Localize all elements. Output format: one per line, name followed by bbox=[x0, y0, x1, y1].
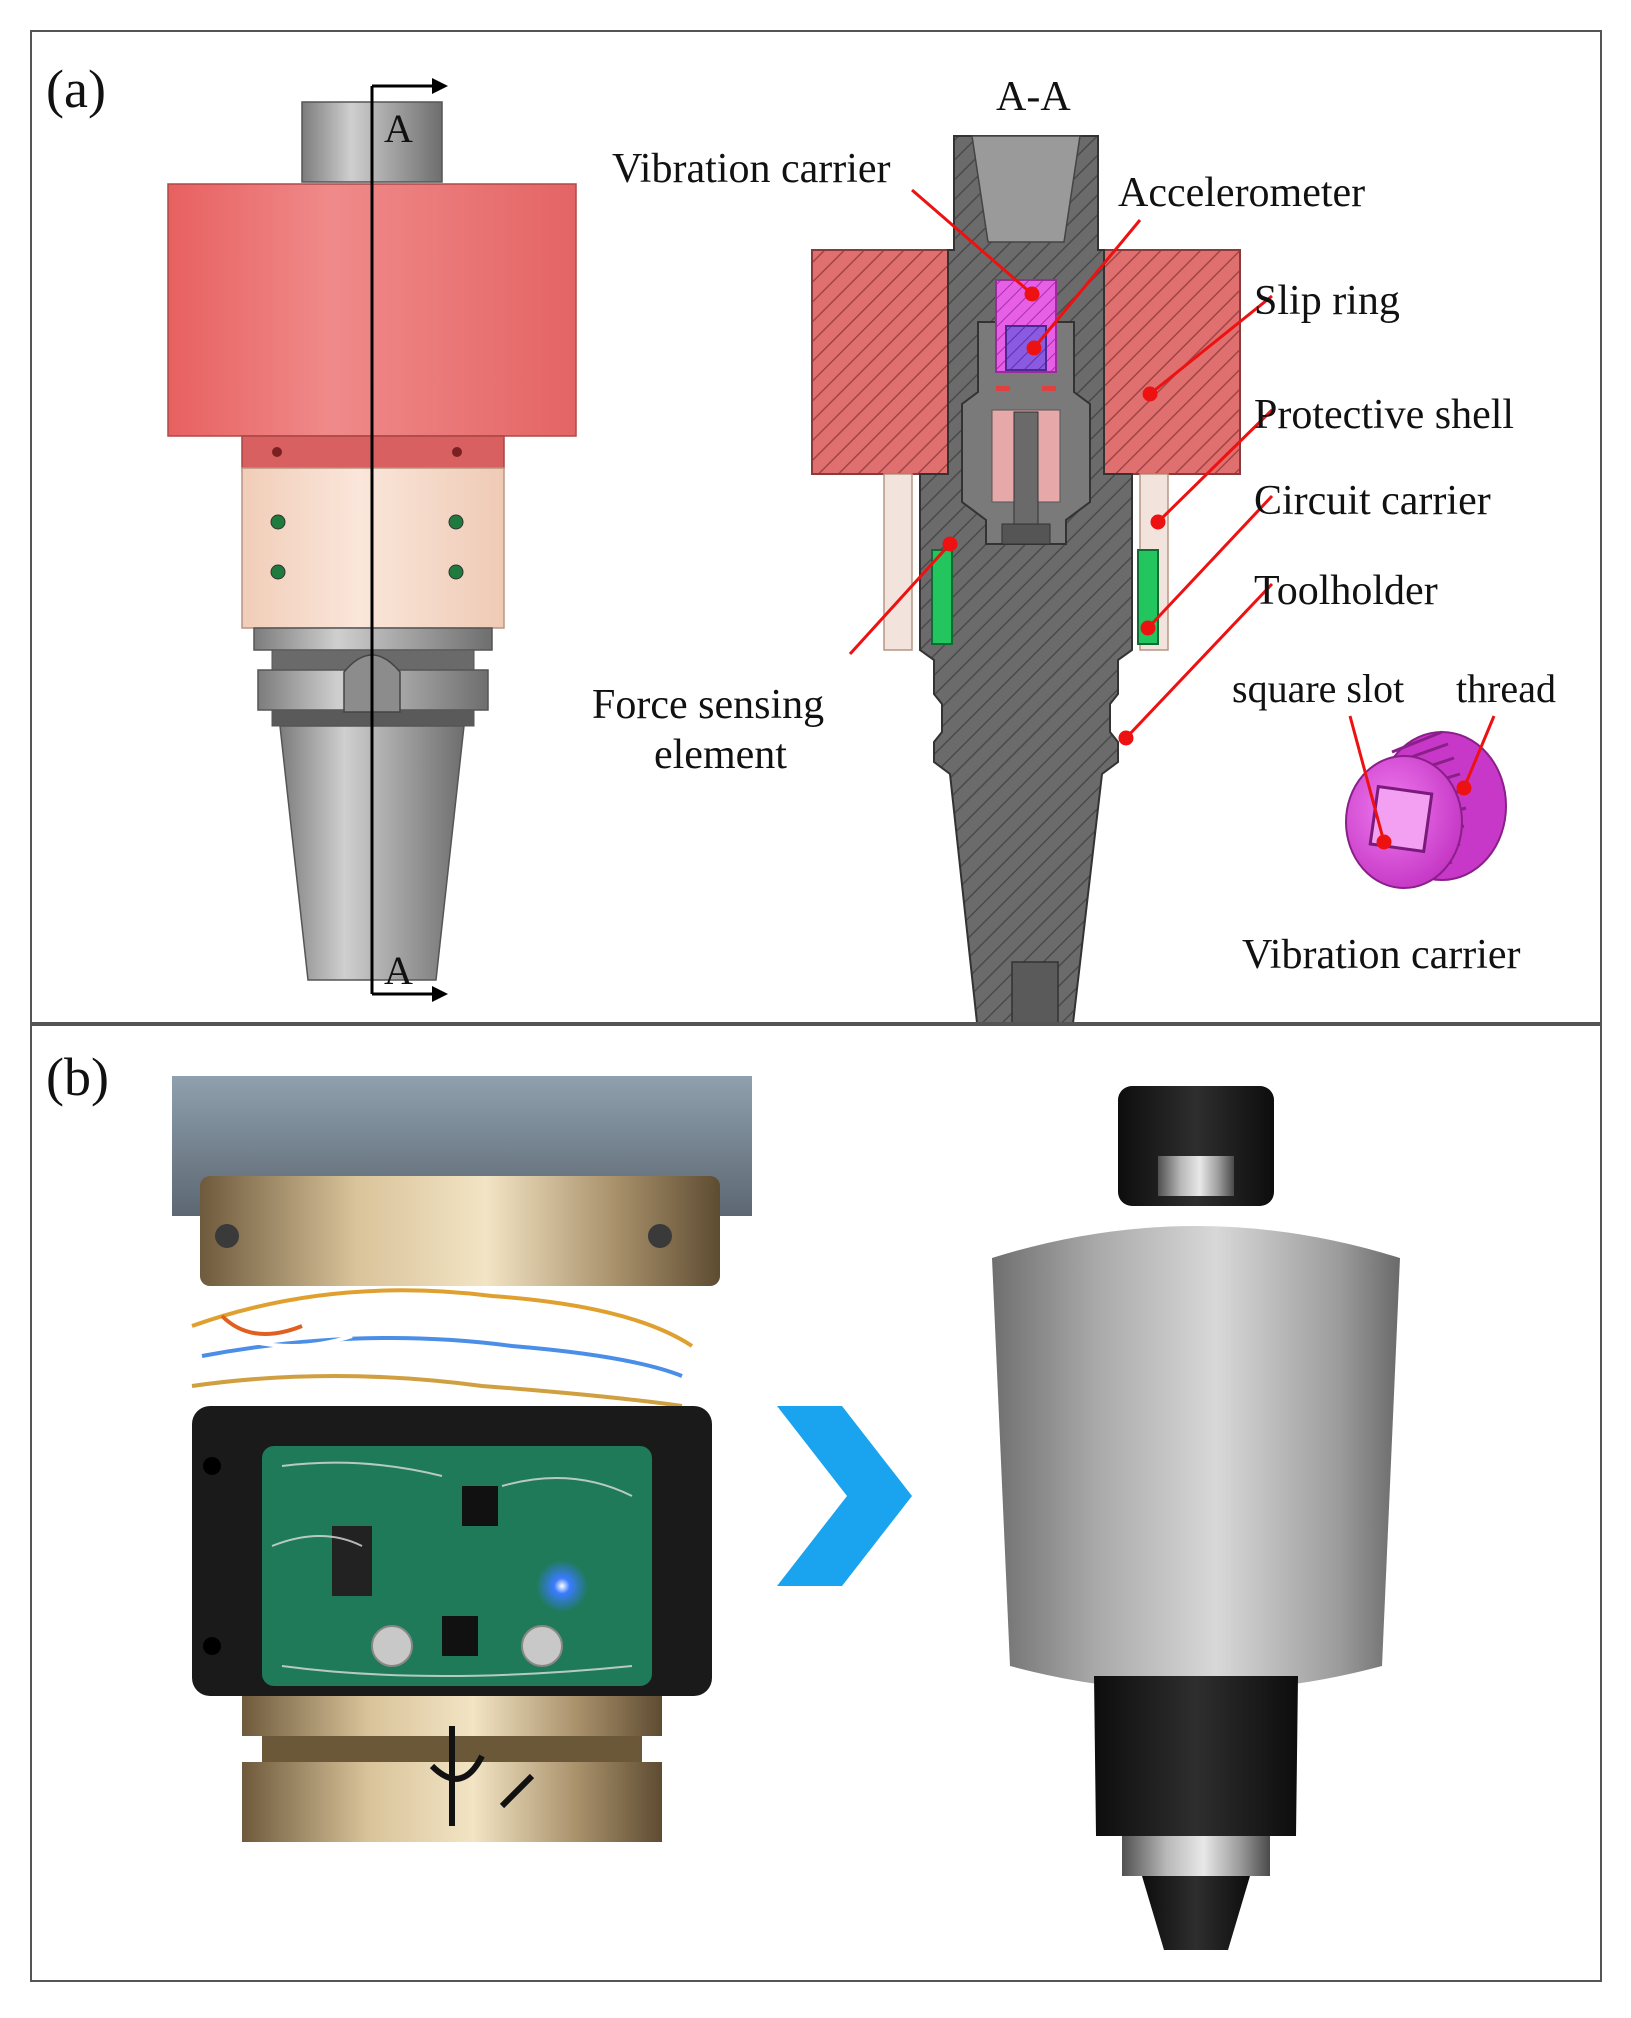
handwritten-marks bbox=[429, 1726, 535, 1826]
slip-ring-section-left bbox=[811, 249, 951, 475]
black-lower-body bbox=[1094, 1676, 1298, 1836]
photo-finished-toolholder bbox=[992, 1086, 1400, 1950]
sensor-wires bbox=[191, 1288, 694, 1408]
band-hole bbox=[452, 447, 462, 457]
band-hole bbox=[272, 447, 282, 457]
pcb-wires bbox=[271, 1461, 633, 1677]
red-spacer bbox=[996, 386, 1010, 391]
panel-a-drawing: A A A-A bbox=[167, 74, 1556, 1022]
toolholder-section-body bbox=[919, 135, 1133, 1022]
top-cap bbox=[1118, 1086, 1274, 1206]
label-slip-ring: Slip ring bbox=[1254, 278, 1400, 324]
carrier-hole bbox=[203, 1637, 221, 1655]
inner-post bbox=[1013, 411, 1039, 533]
section-arrow-top-head bbox=[432, 78, 448, 94]
force-sensing-left bbox=[931, 549, 953, 645]
accelerometer-section bbox=[1005, 325, 1047, 371]
spindle-bolt bbox=[648, 1224, 672, 1248]
top-bore bbox=[971, 135, 1081, 243]
steel-flange bbox=[1122, 1836, 1270, 1876]
transition-arrow bbox=[777, 1406, 912, 1586]
pcb-chip bbox=[462, 1486, 498, 1526]
panel-b-label: (b) bbox=[46, 1047, 109, 1107]
inset-label-square-slot: square slot bbox=[1232, 666, 1404, 711]
shell-screw bbox=[270, 514, 286, 530]
drive-key bbox=[1158, 1156, 1234, 1196]
slip-ring-section-right bbox=[1101, 249, 1241, 475]
toolholder-exterior-view: A A bbox=[167, 78, 577, 1002]
section-title: A-A bbox=[996, 74, 1071, 120]
shell-section-left bbox=[883, 473, 913, 651]
black-taper bbox=[1142, 1876, 1250, 1950]
cone-end-slot bbox=[1011, 961, 1059, 1022]
pcb-led bbox=[536, 1560, 588, 1612]
carrier-hole bbox=[203, 1457, 221, 1475]
pcb-chip bbox=[332, 1526, 372, 1596]
inset-callouts bbox=[1348, 715, 1496, 850]
circuit-board bbox=[262, 1446, 652, 1686]
panel-a: (a) bbox=[30, 30, 1602, 1024]
shell-screw bbox=[448, 514, 464, 530]
panel-b: (b) bbox=[30, 1024, 1602, 1982]
pcb-capacitor bbox=[521, 1625, 563, 1667]
pcb-capacitor bbox=[371, 1625, 413, 1667]
label-protective-shell: Protective shell bbox=[1254, 392, 1514, 438]
photo-instrumented-toolholder bbox=[172, 1076, 752, 1842]
aluminum-housing bbox=[992, 1226, 1400, 1691]
red-spacer bbox=[1042, 386, 1056, 391]
section-marker-bottom: A bbox=[384, 948, 413, 993]
section-arrow-bottom-head bbox=[432, 986, 448, 1002]
label-force-sensing-line2: element bbox=[654, 732, 787, 778]
callout-lines bbox=[848, 188, 1274, 746]
inset-caption: Vibration carrier bbox=[1242, 932, 1521, 978]
panel-b-photos bbox=[172, 1076, 1400, 1950]
spindle-nose bbox=[200, 1176, 720, 1286]
label-force-sensing-line1: Force sensing bbox=[592, 682, 824, 728]
shell-screw bbox=[448, 564, 464, 580]
label-circuit-carrier: Circuit carrier bbox=[1254, 478, 1491, 524]
label-toolholder: Toolholder bbox=[1254, 568, 1438, 614]
spindle-bolt bbox=[215, 1224, 239, 1248]
label-accelerometer: Accelerometer bbox=[1118, 170, 1365, 216]
shell-screw bbox=[270, 564, 286, 580]
cross-section-view: A-A bbox=[592, 74, 1514, 1022]
section-marker-top: A bbox=[384, 106, 413, 151]
pcb-chip bbox=[442, 1616, 478, 1656]
label-vibration-carrier: Vibration carrier bbox=[612, 146, 891, 192]
panel-a-label: (a) bbox=[46, 59, 106, 119]
inner-step bbox=[1001, 523, 1051, 545]
vibration-carrier-inset: square slot thread Vibration carrier bbox=[1232, 666, 1556, 978]
inset-label-thread: thread bbox=[1456, 666, 1556, 711]
